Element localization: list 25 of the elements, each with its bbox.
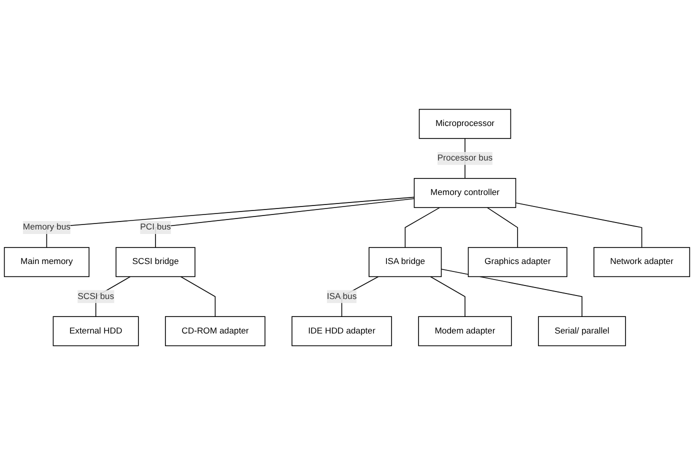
edge-label: ISA bus [326,292,357,302]
edge-label: SCSI bus [78,292,114,302]
node-box: Serial/ parallel [538,316,626,347]
node-box: ISA bridge [368,248,442,278]
node-box: IDE HDD adapter [292,316,392,347]
connector [46,197,415,248]
connector [180,276,216,318]
node-box: SCSI bridge [116,248,196,278]
node-box: Graphics adapter [468,248,568,278]
connector [404,208,440,248]
edge-label: Memory bus [22,223,70,232]
node-box: CD-ROM adapter [165,316,266,347]
connector [155,198,415,248]
edge-label: Processor bus [437,154,493,164]
node-box: External HDD [52,316,139,347]
connector [515,202,642,248]
node-box: Microprocessor [418,109,512,140]
node-box: Main memory [4,248,90,278]
connector [486,208,518,248]
connector [430,276,466,318]
edge-label: PCI bus [140,223,171,232]
node-box: Memory controller [414,178,516,208]
node-box: Network adapter [594,248,690,278]
node-box: Modem adapter [418,316,512,347]
connector [440,269,582,318]
